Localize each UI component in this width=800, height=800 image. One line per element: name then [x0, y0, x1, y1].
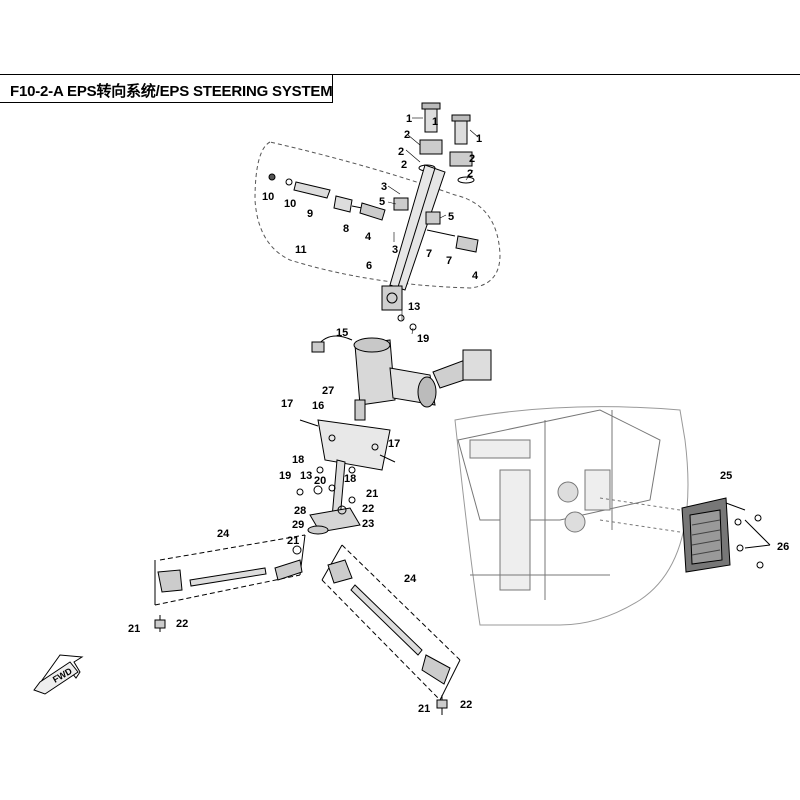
callout: 20 [314, 475, 326, 487]
fwd-arrow-icon [33, 654, 84, 695]
bolt-17-left [299, 419, 319, 427]
callout: 2 [469, 153, 475, 165]
tie-rod-left [154, 534, 306, 606]
tie-rod-right [321, 544, 461, 701]
callout: 4 [472, 270, 479, 282]
bolt-18-right [348, 466, 356, 474]
callout: 3 [392, 244, 398, 256]
callout: 24 [404, 573, 417, 585]
callout: 6 [366, 260, 372, 272]
callout: 10 [262, 191, 274, 203]
callout: 10 [284, 198, 296, 210]
callout: 27 [322, 385, 334, 397]
nut-19-upper [409, 323, 417, 331]
callout: 24 [217, 528, 230, 540]
eps-motor-unit [311, 335, 492, 421]
universal-joint [381, 285, 403, 311]
nut-19-lower [296, 488, 304, 496]
callout: 18 [344, 473, 356, 485]
callout: 22 [362, 503, 374, 515]
nut-22-left [154, 619, 166, 629]
callout: 18 [292, 454, 304, 466]
callout: 7 [446, 255, 452, 267]
callout: 25 [720, 470, 732, 482]
callout: 28 [294, 505, 306, 517]
callout: 13 [300, 470, 312, 482]
part-10a [268, 173, 276, 181]
part-8-bushing [333, 195, 353, 213]
callout: 22 [176, 618, 188, 630]
page-title: F10-2-A EPS转向系统/EPS STEERING SYSTEM [10, 83, 333, 100]
callout: 21 [128, 623, 140, 635]
callout: 9 [307, 208, 313, 220]
callout: 7 [426, 248, 432, 260]
title-rule [0, 74, 800, 75]
callout: 8 [343, 223, 349, 235]
callout: 5 [448, 211, 454, 223]
callout: 17 [388, 438, 400, 450]
callout: 15 [336, 327, 348, 339]
part-5-left [393, 197, 409, 211]
bolt-13-lower [328, 484, 336, 492]
callout: 3 [381, 181, 387, 193]
callout: 13 [408, 301, 420, 313]
callout: 21 [418, 703, 430, 715]
callout: 26 [777, 541, 789, 553]
callout: 1 [476, 133, 482, 145]
bolt-13-upper [397, 314, 405, 322]
callout: 19 [417, 333, 429, 345]
clamp-left [419, 139, 443, 155]
ecu-bolt-2 [734, 518, 742, 526]
mount-plate [317, 419, 391, 471]
title-box: F10-2-A EPS转向系统/EPS STEERING SYSTEM [0, 74, 333, 103]
part-9-bracket [293, 181, 331, 199]
bolt-17-right [379, 454, 396, 463]
callout: 22 [460, 699, 472, 711]
part-7-pin [426, 229, 456, 237]
callout: 16 [312, 400, 324, 412]
bolt-top-left [421, 102, 441, 133]
callout: 11 [295, 244, 307, 256]
upper-column [389, 164, 446, 291]
callout: 2 [404, 129, 410, 141]
part-4-right [455, 235, 479, 253]
part-5-right [425, 211, 441, 225]
part-4-left [359, 202, 386, 221]
frame-detail [454, 406, 689, 626]
callout: 2 [467, 168, 473, 180]
callout: 17 [281, 398, 293, 410]
bolt-18-left [316, 466, 324, 474]
callout: 1 [432, 116, 438, 128]
callout: 4 [365, 231, 372, 243]
washer-20 [313, 485, 323, 495]
callout: 2 [398, 146, 404, 158]
washer-right [457, 176, 475, 184]
callout: 21 [366, 488, 378, 500]
ecu-bolt-1 [754, 514, 762, 522]
callout: 19 [279, 470, 291, 482]
callout: 1 [406, 113, 412, 125]
ecu-bolt-3 [736, 544, 744, 552]
callout: 29 [292, 519, 304, 531]
callout: 23 [362, 518, 374, 530]
ecu-bolt-4 [756, 561, 764, 569]
callout: 5 [379, 196, 385, 208]
nut-22-right [436, 699, 448, 709]
callout: 2 [401, 159, 407, 171]
bolt-top-right [451, 114, 471, 145]
part-10b [285, 178, 293, 186]
callout: 21 [287, 535, 299, 547]
ecu-module [681, 497, 746, 573]
callout-labels: 1 1 1 2 2 2 2 2 3 3 4 4 5 5 6 7 7 8 9 10… [128, 113, 789, 715]
clamp-right [449, 151, 473, 167]
